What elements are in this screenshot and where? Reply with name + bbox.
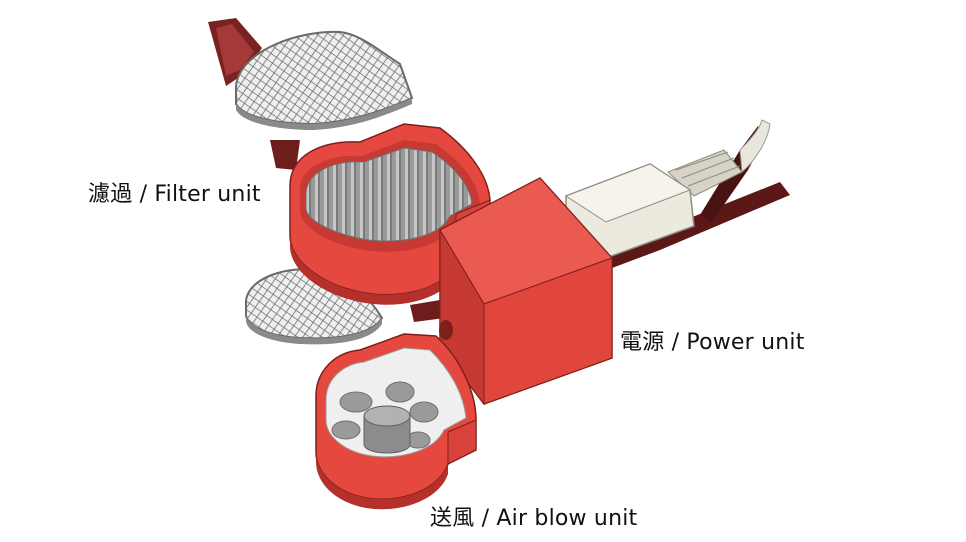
fan-icon	[331, 381, 439, 454]
power-unit	[439, 177, 613, 406]
filter-unit-label: 濾過 / Filter unit	[88, 182, 261, 207]
power-cable	[564, 119, 771, 259]
air-blow-unit-label: 送風 / Air blow unit	[430, 506, 638, 531]
upper-mesh-filter	[235, 30, 414, 130]
power-port-hole	[439, 320, 453, 340]
power-unit-label: 電源 / Power unit	[620, 330, 805, 355]
air-blow-unit	[315, 333, 477, 510]
